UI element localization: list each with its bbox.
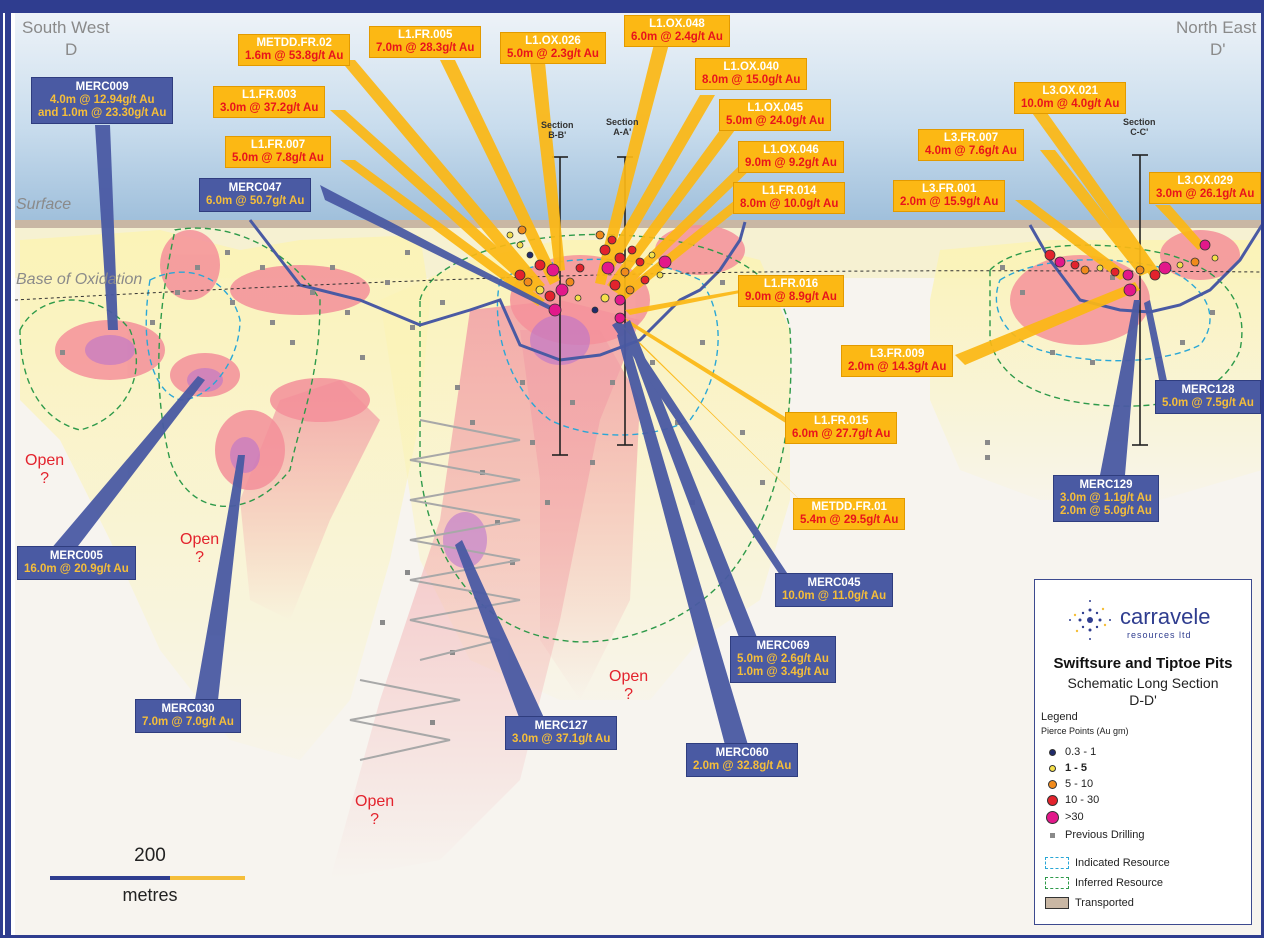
company-logo-mark (1069, 600, 1111, 640)
scale-segment-gold (170, 876, 245, 880)
blue-leader-wedges (50, 125, 1170, 745)
scale-value: 200 (134, 845, 166, 866)
legend-item-over-30: >30 (1045, 810, 1084, 824)
yellow-dot-icon (1048, 764, 1056, 772)
open-label: Open? (180, 531, 220, 566)
yellow-leader-wedges (330, 40, 1205, 505)
scale-segment-blue (50, 876, 170, 880)
legend-item-transported: Transported (1045, 896, 1134, 910)
open-label: Open? (609, 668, 649, 703)
scale-bar: 200 metres (50, 845, 250, 915)
legend-item-indicated: Indicated Resource (1045, 856, 1170, 870)
tan-fill-box-icon (1045, 897, 1069, 909)
open-label: Open? (355, 793, 395, 828)
legend-item-0-3-1: 0.3 - 1 (1045, 745, 1096, 759)
surface-label: Surface (16, 196, 72, 213)
scale-unit: metres (122, 885, 178, 905)
legend-item-10-30: 10 - 30 (1045, 793, 1099, 807)
section-marker-d: D (65, 40, 78, 59)
open-label: Open? (25, 452, 65, 487)
legend-title: Swiftsure and Tiptoe Pits (1053, 655, 1233, 672)
navy-dot-icon (1048, 748, 1056, 756)
company-wordmark-sub: resources ltd (1127, 630, 1192, 640)
south-west-label: South West (22, 18, 110, 37)
legend-subtitle: Schematic Long Section (1067, 675, 1219, 691)
magenta-dot-icon (1045, 810, 1059, 824)
north-east-label: North East (1176, 18, 1257, 37)
pierce-points-heading: Pierce Points (Au gm) (1041, 726, 1129, 736)
legend-section: D-D' (1129, 692, 1157, 708)
base-of-oxidation-label: Base of Oxidation (16, 271, 143, 288)
legend-heading: Legend (1041, 711, 1078, 723)
cyan-dashed-box-icon (1045, 857, 1069, 869)
section-marker-d-prime: D' (1210, 40, 1226, 59)
legend-item-previous-drilling: Previous Drilling (1045, 828, 1144, 842)
grey-square-icon (1049, 832, 1055, 838)
legend-item-1-5: 1 - 5 (1045, 761, 1087, 775)
legend-panel: carravele resources ltd Swiftsure and Ti… (1034, 579, 1252, 925)
green-dashed-box-icon (1045, 877, 1069, 889)
orange-dot-icon (1047, 779, 1057, 789)
red-dot-icon (1046, 794, 1058, 806)
inferred-resource-outlines (19, 227, 1243, 643)
legend-item-inferred: Inferred Resource (1045, 876, 1163, 890)
previous-drilling-points (60, 250, 1215, 725)
company-wordmark: carravele (1120, 604, 1211, 629)
drill-trace-zigzags (349, 419, 521, 761)
pierce-points (506, 225, 1219, 324)
legend-item-5-10: 5 - 10 (1045, 777, 1093, 791)
